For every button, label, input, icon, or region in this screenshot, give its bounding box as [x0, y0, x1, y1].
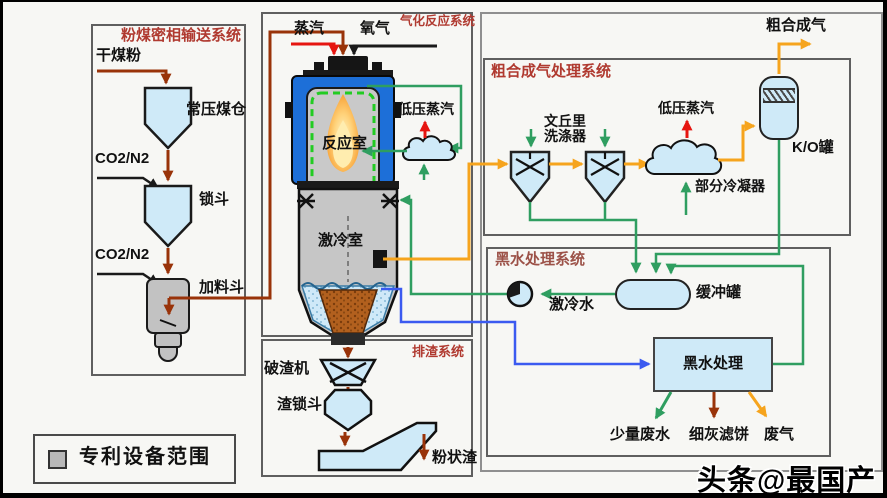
legend-box: 专利设备范围 [33, 434, 236, 484]
bunker-label: 常压煤仓 [186, 101, 247, 118]
burner-stud-right [372, 62, 382, 74]
raw-syngas-product-line [777, 38, 812, 74]
raw-gas-to-scrubber-line [383, 158, 509, 261]
black-water-system-title: 黑水处理系统 [495, 251, 586, 268]
partial-condenser-label: 部分冷凝器 [695, 178, 765, 194]
off-gas-label: 废气 [764, 426, 795, 443]
right-systems-outer-box [480, 12, 883, 472]
slag-system-title: 排渣系统 [412, 344, 465, 359]
buffer-tank-label: 缓冲罐 [696, 284, 742, 301]
lock-hopper-label: 锁斗 [199, 191, 230, 208]
quench-chamber-label: 激冷室 [318, 232, 364, 249]
steam-feed-line [291, 42, 340, 56]
venturi-label-line2: 洗涤器 [544, 128, 586, 145]
slag-lock-hopper-label: 渣锁斗 [277, 396, 323, 413]
slag-system-box [261, 339, 473, 477]
dry-coal-feed-line [97, 69, 172, 85]
water-lines-graphics [381, 194, 805, 370]
syngas-outlet-nozzle [373, 250, 387, 268]
piping-and-equipment-layer [97, 30, 812, 472]
venturi-label-line1: 文丘里 [544, 113, 586, 129]
slag-outlet-neck [331, 333, 365, 345]
gasifier-graphics [285, 42, 437, 345]
scrubber-2-internals [590, 152, 620, 176]
recycle-water-line [665, 263, 805, 366]
black-water-treatment-label: 黑水处理 [682, 355, 743, 373]
steam-drum-cloud [402, 135, 456, 161]
syngas-treatment-graphics [383, 38, 812, 274]
feed-hopper-label: 加料斗 [199, 279, 245, 296]
lp-steam-label-2: 低压蒸汽 [658, 100, 714, 116]
quench-water-label: 激冷水 [549, 296, 595, 313]
coal-to-gasifier-line [169, 30, 349, 300]
legend-label: 专利设备范围 [79, 446, 211, 468]
lock-hopper [143, 184, 193, 248]
crusher-blades [329, 361, 367, 384]
purge-gas-line-1 [97, 176, 160, 190]
crusher-label: 破渣机 [264, 360, 310, 377]
coal-transport-system-box [91, 24, 246, 376]
feed-hopper-outlet-vane [159, 319, 177, 327]
burner-block [328, 56, 368, 72]
watermark: 头条@最国产 [697, 465, 877, 497]
quench-water-supply-line [399, 194, 507, 296]
flame-core [333, 120, 353, 168]
dry-coal-label: 干煤粉 [96, 47, 142, 64]
wastewater-label: 少量废水 [610, 426, 671, 443]
ko-drum-label: K/O罐 [792, 139, 834, 156]
burner-stud-left [314, 62, 324, 74]
black-water-drain-line [381, 287, 651, 370]
gasification-system-box [261, 12, 473, 337]
raw-syngas-label: 粗合成气 [766, 17, 827, 34]
powder-slag-label: 粉状渣 [432, 449, 478, 466]
coal-system-title: 粉煤密相输送系统 [121, 27, 242, 44]
jacket-steam-line [367, 84, 463, 154]
ko-bottoms-line [650, 140, 781, 274]
off-gas-arrow [747, 391, 768, 418]
feed-hopper-neck [154, 332, 182, 348]
syngas-treatment-system-box [483, 58, 851, 236]
black-water-treatment-unit: 黑水处理 [653, 337, 773, 392]
scrubber-bottoms-header [528, 202, 642, 274]
venturi-scrubber-1 [509, 150, 551, 205]
venturi-scrubber-2 [584, 150, 626, 205]
wastewater-arrow [654, 391, 673, 420]
venturi-scrubber-label: 文丘里 洗涤器 [537, 113, 593, 145]
mid-flange-band [297, 181, 399, 189]
jacket-lug-right [393, 102, 401, 118]
treatment-output-graphics [654, 391, 768, 420]
black-water-system-box [486, 247, 831, 457]
oxygen-label: 氧气 [360, 20, 391, 37]
top-flange-band [303, 70, 393, 78]
feed-hopper-dome [158, 346, 178, 362]
slag-system-graphics [317, 347, 438, 472]
condenser-to-ko-line [718, 120, 756, 162]
water-surface [301, 282, 387, 290]
buffer-tank [615, 279, 691, 310]
legend-swatch [48, 450, 67, 469]
quench-nozzle-right [381, 193, 399, 209]
coal-feed-system-graphics [97, 30, 349, 362]
atmospheric-coal-bunker [143, 86, 193, 150]
gasification-title: 气化反应系统 [400, 14, 476, 28]
purge-gas-label-1: CO2/N2 [95, 150, 150, 167]
reaction-chamber-label: 反应室 [322, 135, 368, 152]
knockout-drum [759, 76, 799, 140]
quench-nozzle-left [297, 193, 315, 209]
lp-steam-loop-graphics [361, 84, 463, 180]
slag-conveyor [317, 421, 438, 472]
lp-steam-label-1: 低压蒸汽 [398, 101, 454, 117]
steam-label: 蒸汽 [294, 20, 325, 37]
demister-pad [763, 88, 795, 103]
purge-gas-label-2: CO2/N2 [95, 246, 150, 263]
partial-condenser-cloud [645, 139, 723, 175]
oxygen-feed-line [348, 44, 437, 56]
filter-cake-label: 细灰滤饼 [689, 426, 750, 443]
jacket-lug-left [285, 102, 293, 118]
syngas-system-title: 粗合成气处理系统 [491, 63, 612, 80]
slag-lock-hopper [323, 388, 373, 432]
pump-impeller [507, 281, 520, 298]
scrubber-1-internals [515, 152, 545, 176]
